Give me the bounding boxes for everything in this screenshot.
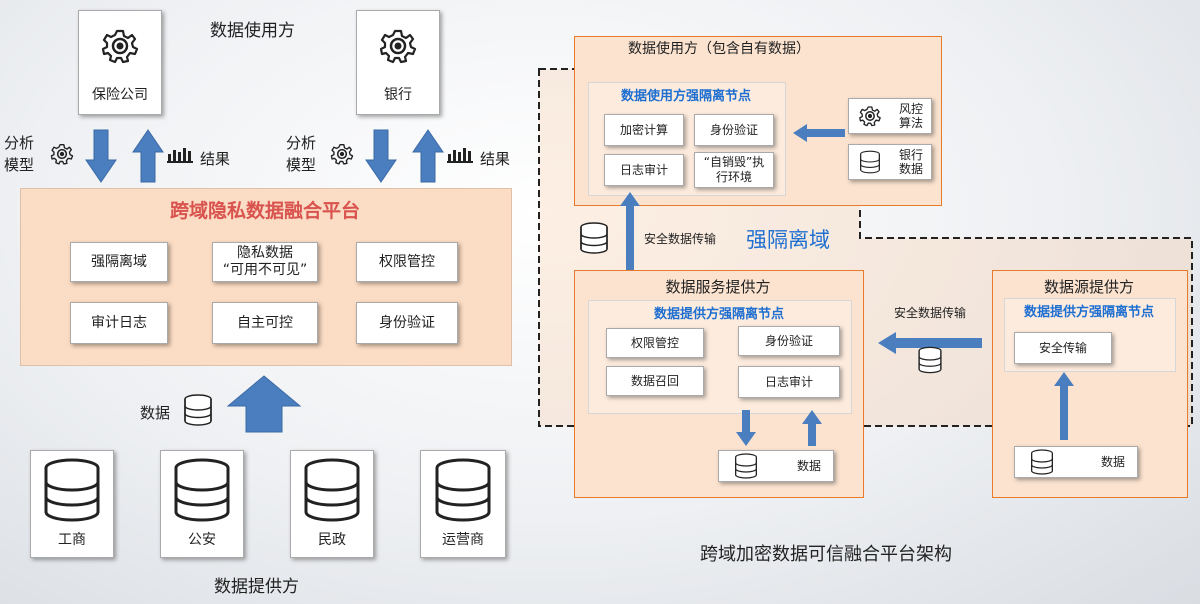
gear-icon — [50, 143, 74, 165]
provider-label: 运营商 — [442, 532, 484, 548]
left-top-title: 数据使用方 — [210, 21, 295, 41]
bar-chart-icon — [446, 147, 474, 163]
database-icon — [184, 394, 212, 426]
bar-chart-icon — [166, 147, 194, 163]
arrow-up-icon — [802, 410, 822, 446]
gear-icon — [859, 106, 881, 127]
service-cell-identity: 身份验证 — [738, 326, 840, 356]
risk-algo-label: 风控 算法 — [898, 102, 923, 130]
platform-cell-audit: 审计日志 — [70, 302, 168, 344]
result-label-1: 结果 — [200, 150, 231, 168]
user-card-bank: 银行 — [356, 10, 440, 115]
platform-cell-permission: 权限管控 — [356, 242, 458, 282]
bank-data-label: 银行 数据 — [898, 148, 923, 176]
service-cell-recall: 数据召回 — [606, 366, 704, 396]
platform-title: 跨域隐私数据融合平台 — [169, 199, 360, 222]
source-box-title: 数据源提供方 — [1043, 277, 1134, 296]
user-cell-encrypt: 加密计算 — [604, 114, 684, 146]
platform-cell-autonomy: 自主可控 — [212, 302, 318, 344]
service-data-label: 数据 — [796, 458, 821, 473]
service-cell-log: 日志审计 — [738, 366, 840, 398]
analysis-model-label-2: 分析 模型 — [286, 134, 317, 174]
platform-cell-isolation: 强隔离域 — [70, 242, 168, 282]
database-icon — [734, 453, 758, 479]
provider-label: 工商 — [58, 532, 86, 548]
user-card-insurance: 保险公司 — [78, 10, 162, 115]
database-icon — [580, 222, 608, 254]
platform-cell-privacy: 隐私数据 “可用不可见” — [212, 242, 318, 282]
platform-cell-identity: 身份验证 — [356, 302, 458, 344]
arrow-left-icon — [878, 332, 982, 354]
arrow-down-icon — [85, 129, 117, 183]
data-label: 数据 — [140, 404, 171, 422]
user-node-title: 数据使用方强隔离节点 — [620, 88, 751, 104]
user-cell-identity: 身份验证 — [694, 114, 774, 146]
user-box-title: 数据使用方（包含自有数据） — [628, 41, 810, 57]
arrow-down-icon — [736, 410, 756, 446]
database-icon — [918, 346, 942, 374]
gear-icon — [101, 29, 139, 64]
diagram-caption: 跨域加密数据可信融合平台架构 — [700, 544, 952, 565]
gear-icon — [330, 143, 354, 165]
arrow-up-icon — [1054, 372, 1074, 440]
gear-icon — [379, 29, 417, 64]
source-cell-transfer: 安全传输 — [1014, 332, 1112, 364]
source-data-label: 数据 — [1100, 454, 1125, 469]
left-bottom-title: 数据提供方 — [214, 577, 299, 597]
secure-transfer-horizontal: 安全数据传输 — [894, 306, 967, 320]
secure-transfer-vertical: 安全数据传输 — [644, 232, 717, 246]
provider-label: 公安 — [188, 532, 216, 548]
arrow-up-big-icon — [226, 375, 302, 433]
database-icon — [304, 458, 360, 522]
user-card-label: 银行 — [384, 87, 412, 103]
arrow-down-icon — [365, 129, 397, 183]
database-icon — [860, 150, 880, 174]
result-label-2: 结果 — [480, 150, 511, 168]
source-node-title: 数据提供方强隔离节点 — [1023, 304, 1154, 320]
service-cell-permission: 权限管控 — [606, 328, 704, 358]
database-icon — [44, 458, 100, 522]
user-cell-log: 日志审计 — [604, 154, 684, 186]
analysis-model-label-1: 分析 模型 — [4, 134, 35, 174]
arrow-left-icon — [793, 124, 845, 142]
risk-algo-card: 风控 算法 — [848, 98, 932, 134]
user-card-label: 保险公司 — [92, 87, 148, 103]
database-icon — [435, 458, 491, 522]
arrow-up-icon — [412, 129, 444, 183]
service-box-title: 数据服务提供方 — [665, 277, 771, 296]
arrow-up-icon — [620, 192, 640, 286]
provider-label: 民政 — [318, 532, 346, 548]
arrow-up-icon — [132, 129, 164, 183]
service-node-title: 数据提供方强隔离节点 — [653, 306, 784, 322]
database-icon — [174, 458, 230, 522]
database-icon — [1030, 449, 1054, 475]
user-cell-selfdestruct: “自销毁”执 行环境 — [694, 152, 774, 188]
zone-label: 强隔离域 — [746, 228, 830, 252]
